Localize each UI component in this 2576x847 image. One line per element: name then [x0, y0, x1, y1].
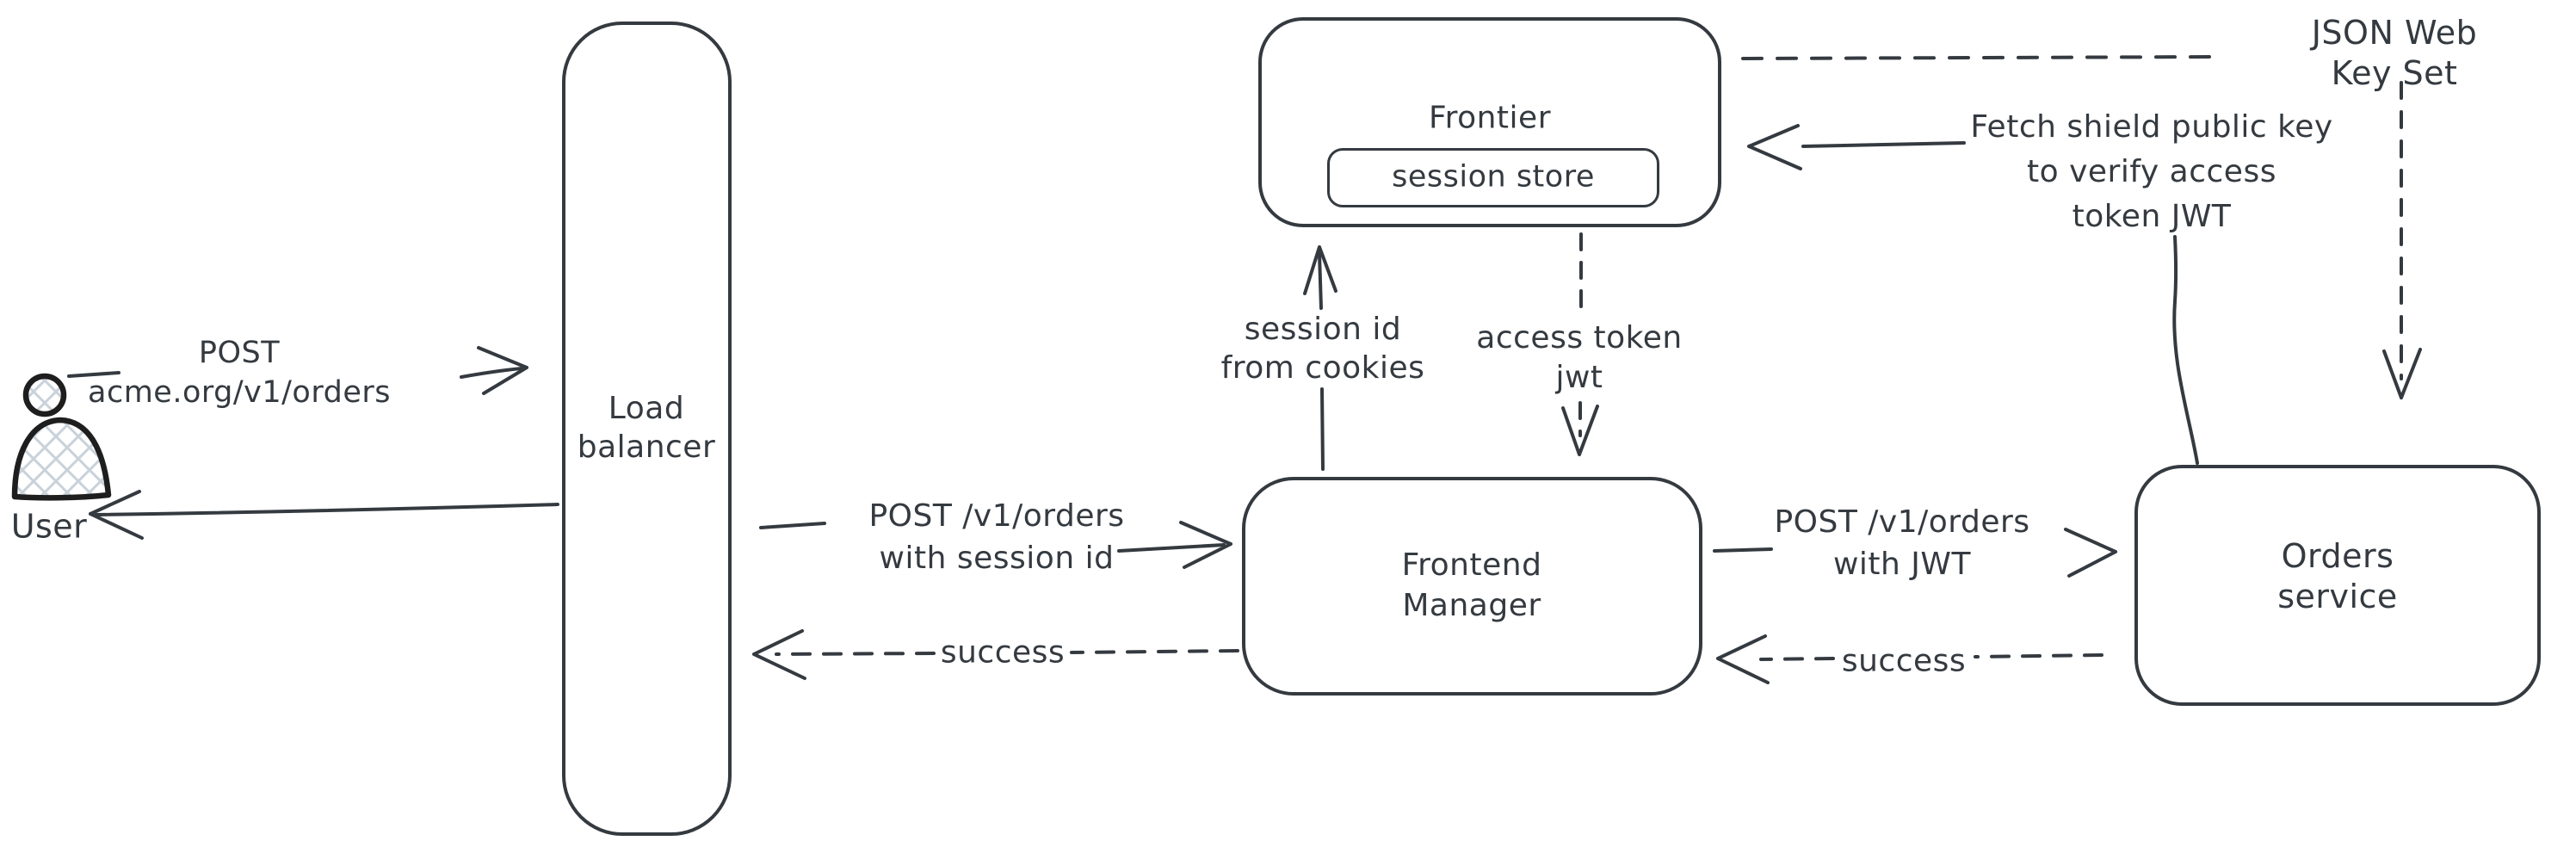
arrow-frontier-to-frontend-manager: [1561, 232, 1599, 456]
load-balancer-label: Load balancer: [577, 391, 716, 465]
edge-label-success-orders: success: [1841, 643, 1967, 679]
edge-label-post-with-jwt: POST /v1/orders with JWT: [1774, 504, 2030, 582]
arrow-orders-service-to-frontend-manager-success: [1716, 634, 2103, 684]
node-frontend-manager: [1242, 477, 1702, 696]
arrow-frontend-manager-to-orders-service: [1713, 528, 2117, 578]
arrow-frontend-manager-to-frontier: [1303, 245, 1337, 471]
node-session-store: [1327, 148, 1659, 207]
arrow-jwks-to-orders-service: [2382, 81, 2422, 399]
frontier-label: Frontier: [1428, 100, 1552, 136]
arrow-load-balancer-to-user: [89, 490, 559, 540]
arrow-orders-service-to-frontier-fetch-key: [1747, 124, 2199, 465]
user-label: User: [10, 507, 88, 546]
edge-label-access-token-jwt: access token jwt: [1476, 320, 1683, 395]
edge-label-success-lb: success: [940, 634, 1066, 671]
edge-label-fetch-shield-public-key: Fetch shield public key to verify access…: [1970, 109, 2333, 234]
user-person-icon: [11, 373, 112, 501]
arrow-user-to-load-balancer: [67, 346, 528, 395]
arrow-frontend-manager-to-load-balancer-success: [752, 629, 1239, 680]
edge-label-session-id-from-cookies: session id from cookies: [1220, 312, 1425, 386]
node-load-balancer: [562, 22, 732, 836]
node-orders-service: [2134, 465, 2541, 706]
edge-label-post-with-session-id: POST /v1/orders with session id: [868, 498, 1125, 576]
orders-service-label: Orders service: [2277, 537, 2398, 615]
line-frontier-to-jwks: [1741, 55, 2221, 60]
session-store-label: session store: [1392, 159, 1595, 195]
arrow-load-balancer-to-frontend-manager: [759, 521, 1232, 569]
edge-label-post-acme-orders: POST acme.org/v1/orders: [88, 336, 391, 410]
frontend-manager-label: Frontend Manager: [1401, 547, 1542, 623]
jwks-label: JSON Web Key Set: [2311, 14, 2478, 92]
